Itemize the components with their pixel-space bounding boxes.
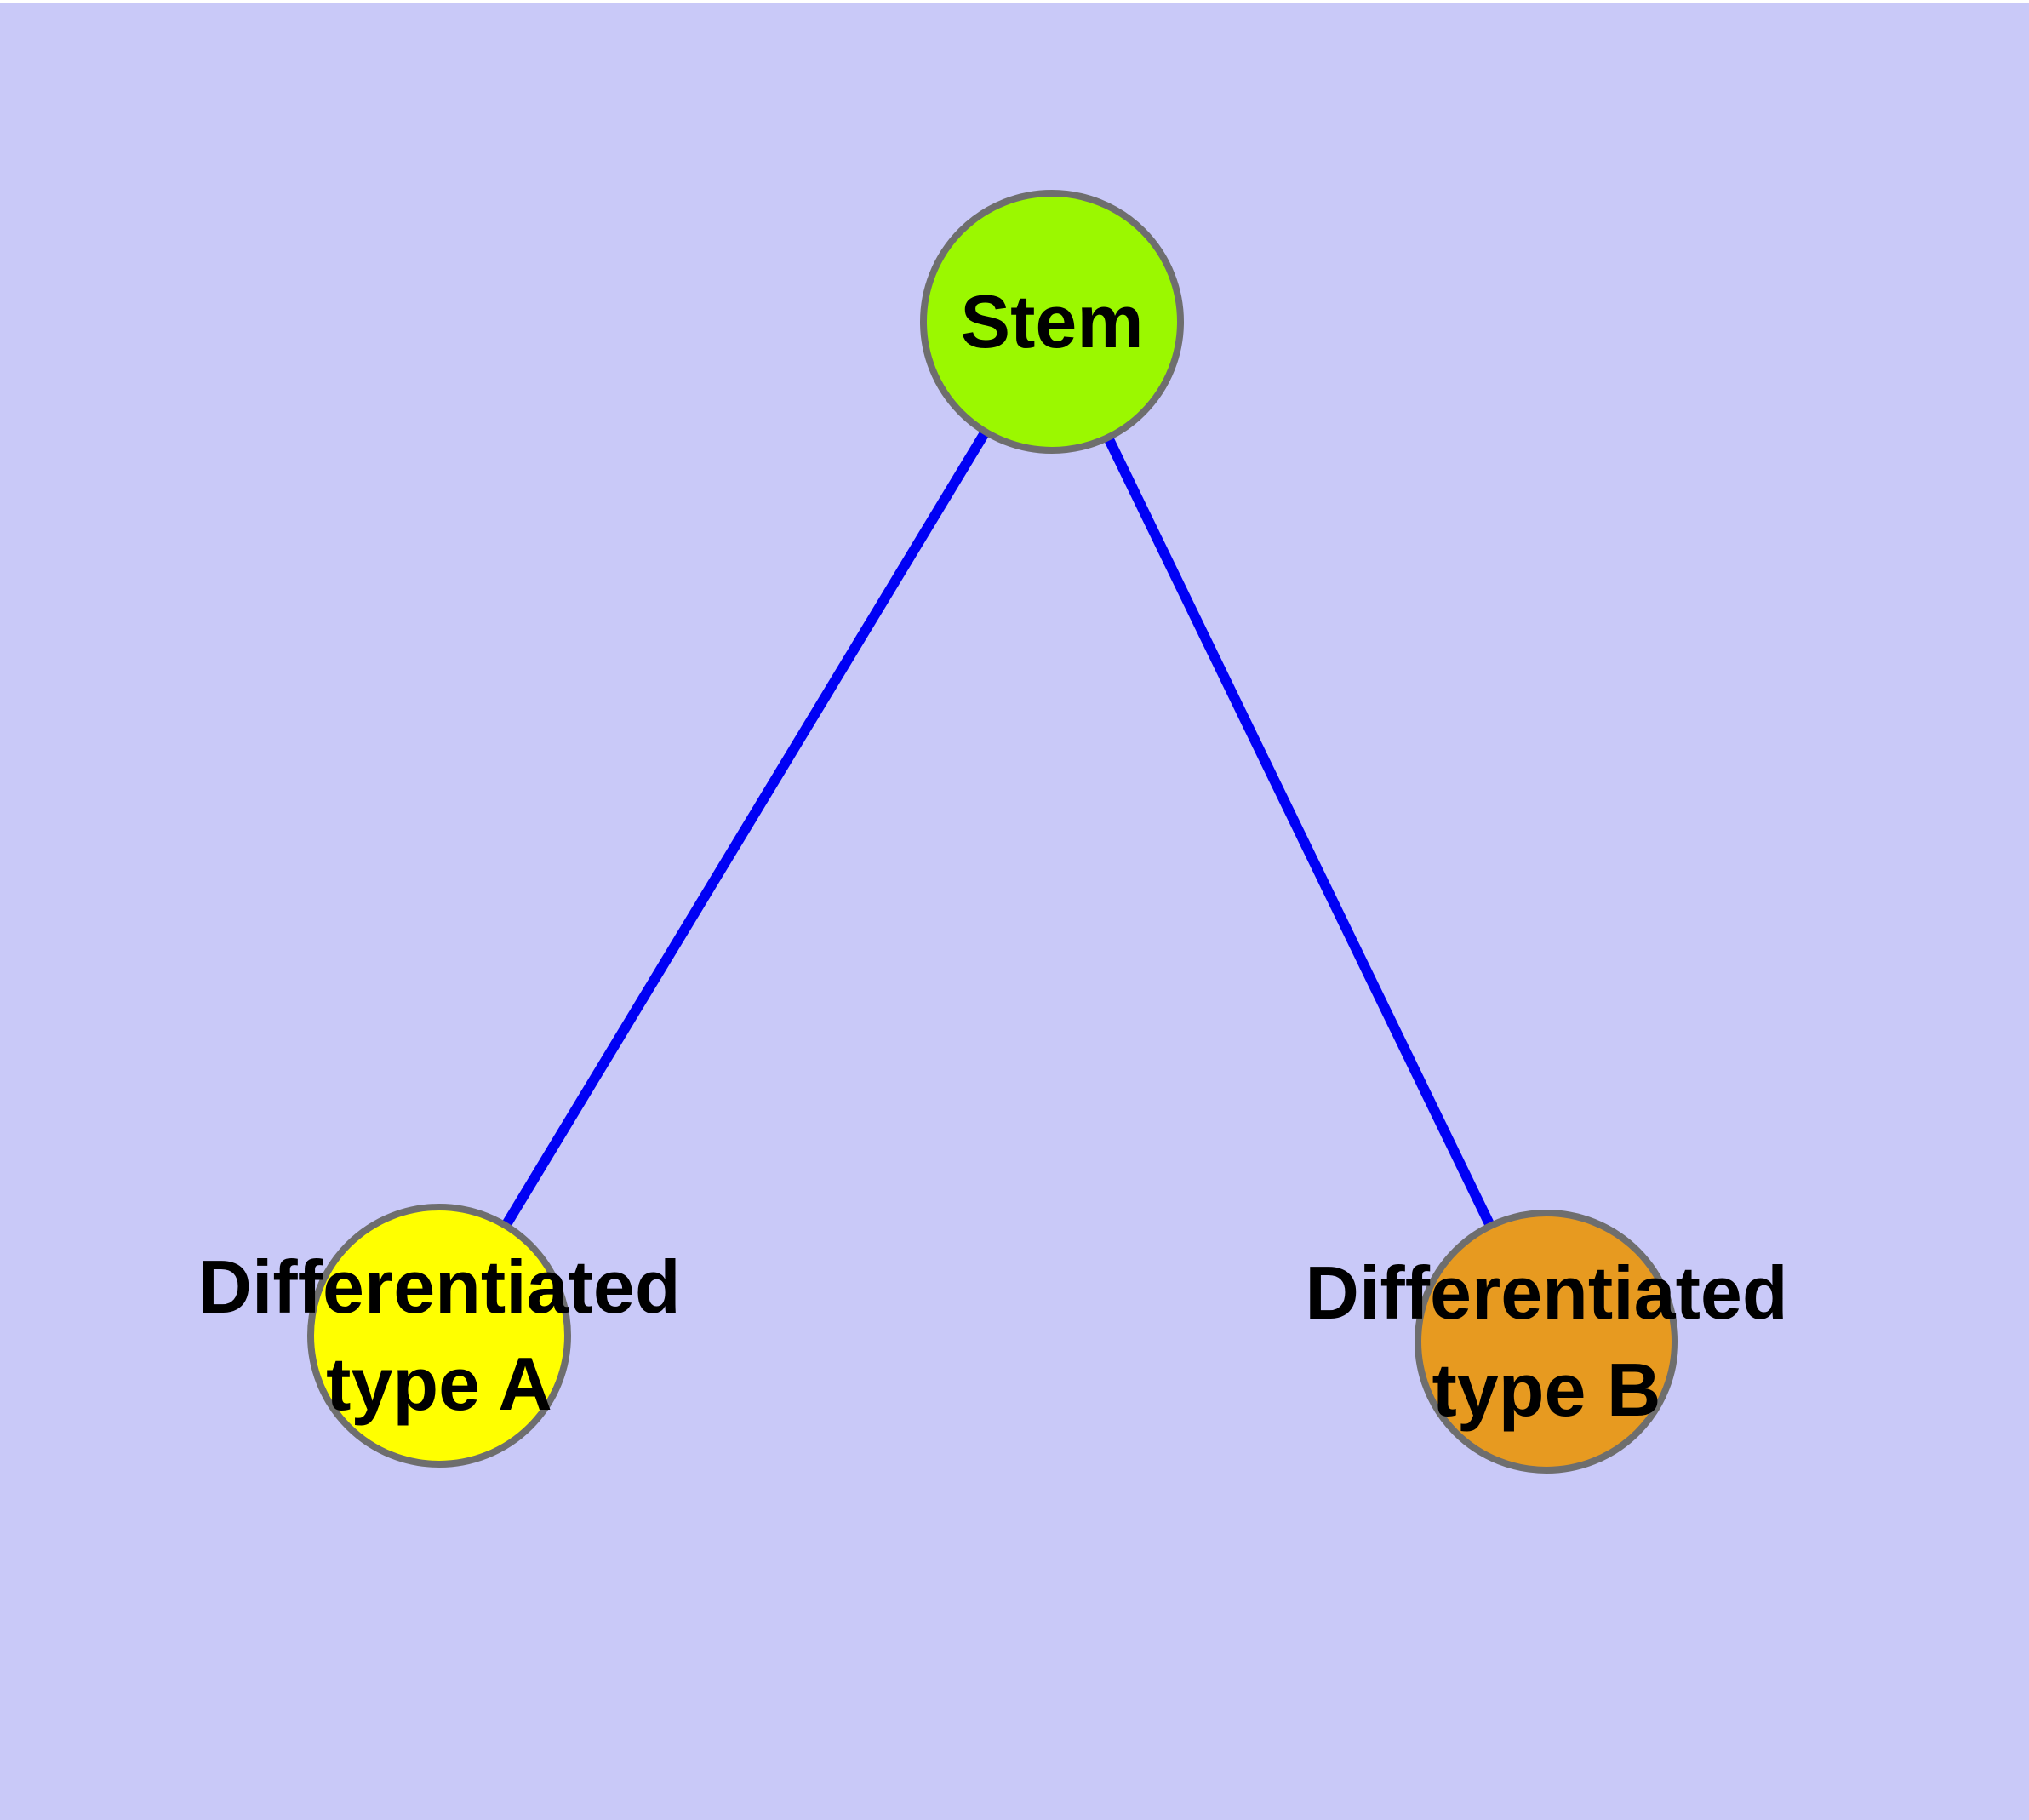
node-diff-b[interactable] [1415, 1210, 1678, 1474]
edge-stem-diff-b [1047, 319, 1552, 1344]
graph [307, 190, 1678, 1474]
node-diff-a[interactable] [307, 1204, 571, 1468]
node-stem[interactable] [920, 190, 1184, 454]
edge-stem-diff-a [434, 318, 1057, 1339]
